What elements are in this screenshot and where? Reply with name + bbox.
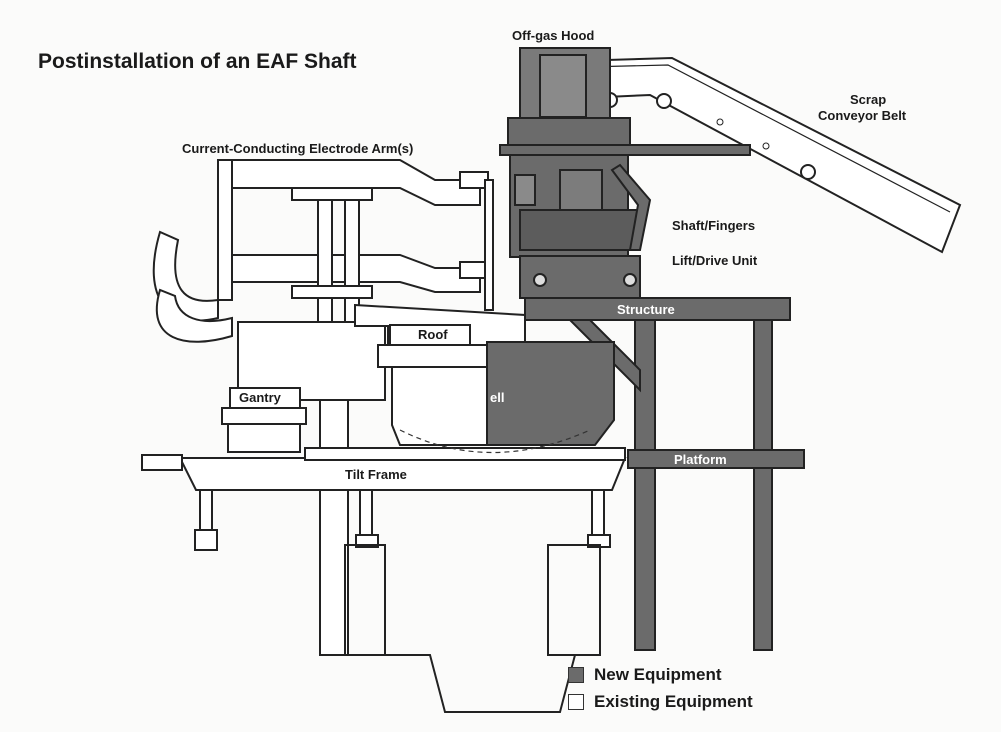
label-gantry: Gantry (239, 390, 281, 405)
legend-swatch-existing (568, 694, 584, 710)
existing-equipment (141, 56, 962, 713)
structure-leg-left (634, 319, 656, 651)
label-shell: ell (490, 390, 505, 405)
label-tilt-frame: Tilt Frame (345, 467, 407, 482)
label-roof: Roof (418, 327, 448, 342)
label-structure: Structure (617, 302, 675, 317)
shell-existing (391, 366, 488, 446)
diagram-title: Postinstallation of an EAF Shaft (38, 50, 357, 73)
label-electrode-arms: Current-Conducting Electrode Arm(s) (182, 141, 414, 156)
foundation-pit (344, 544, 601, 713)
label-platform: Platform (674, 452, 727, 467)
legend-existing: Existing Equipment (568, 692, 753, 712)
platform-beam (627, 449, 805, 469)
shell-new (486, 341, 615, 446)
legend-label-new: New Equipment (594, 665, 722, 684)
label-scrap: Scrap (850, 92, 887, 107)
legend-label-existing: Existing Equipment (594, 692, 753, 711)
legend-swatch-new (568, 667, 584, 683)
label-shaft-fingers: Shaft/Fingers (672, 218, 756, 233)
structure-beam (524, 297, 791, 321)
new-equipment (486, 47, 805, 651)
label-offgas-hood: Off-gas Hood (512, 28, 595, 43)
label-lift-drive: Lift/Drive Unit (672, 253, 758, 268)
structure-leg-right (753, 319, 773, 651)
legend-new: New Equipment (568, 665, 722, 685)
label-conveyor-belt: Conveyor Belt (818, 108, 907, 123)
